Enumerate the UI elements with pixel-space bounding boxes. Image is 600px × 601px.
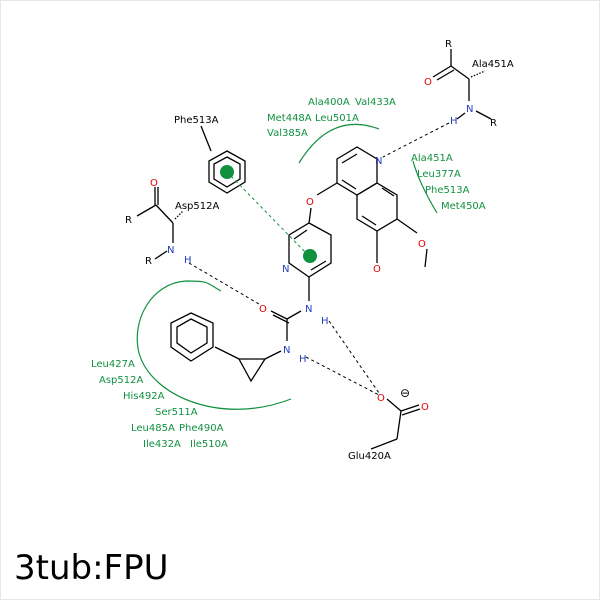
atom-r-asp512: R xyxy=(125,215,132,226)
label-ala400: Ala400A xyxy=(308,97,350,108)
label-leu485: Leu485A xyxy=(131,423,175,434)
atom-r2-asp512: R xyxy=(145,256,152,267)
charge-glu420: ⊖ xyxy=(400,386,410,400)
label-asp512-top: Asp512A xyxy=(175,201,219,212)
ligand-quinoline xyxy=(316,146,428,268)
label-ser511: Ser511A xyxy=(155,407,198,418)
label-asp512: Asp512A xyxy=(99,375,143,386)
atom-o-urea: O xyxy=(259,304,267,315)
atom-r2-ala451: R xyxy=(490,118,497,129)
label-val385: Val385A xyxy=(267,128,308,139)
hydrophobic-arc-bottom xyxy=(136,280,292,410)
hydrophobic-arc-right xyxy=(412,160,438,214)
atom-h-ala451: H xyxy=(450,116,458,127)
atom-o-methoxy1: O xyxy=(418,239,426,250)
diagram-title: 3tub:FPU xyxy=(14,548,169,588)
label-ala451-top: Ala451A xyxy=(472,59,514,70)
pi-stack-line xyxy=(226,171,310,257)
atom-n-ala451: N xyxy=(466,104,473,115)
label-met450: Met450A xyxy=(441,201,486,212)
hbond-ala451-n xyxy=(382,122,450,158)
atom-o-glu420-1: O xyxy=(377,393,385,404)
atom-n-pyridine: N xyxy=(282,264,289,275)
atom-h-urea2: H xyxy=(299,354,307,365)
ligand-pyridine xyxy=(288,207,332,301)
ligand-urea-cyclopropyl xyxy=(170,310,302,383)
hbond-asp512-o xyxy=(188,262,260,305)
atom-r-ala451: R xyxy=(445,39,452,50)
label-leu501: Leu501A xyxy=(315,113,359,124)
ala451-backbone xyxy=(432,49,492,120)
label-met448: Met448A xyxy=(267,113,312,124)
label-glu420: Glu420A xyxy=(348,451,391,462)
label-leu377: Leu377A xyxy=(417,169,461,180)
label-ala451-right: Ala451A xyxy=(411,153,453,164)
hbond-glu420-1 xyxy=(328,320,380,394)
atom-h-urea1: H xyxy=(321,316,329,327)
label-ile432: Ile432A xyxy=(143,439,181,450)
atom-o-glu420-2: O xyxy=(421,402,429,413)
pi-center-phe513 xyxy=(220,165,234,179)
atom-o-ala451: O xyxy=(424,77,432,88)
atom-h-asp512: H xyxy=(184,255,192,266)
atom-n-urea1: N xyxy=(305,304,312,315)
label-phe513-right: Phe513A xyxy=(425,185,470,196)
atom-n-quinoline: N xyxy=(375,156,382,167)
pi-center-pyridine xyxy=(303,249,317,263)
glu420-sidechain xyxy=(370,398,421,450)
atom-o-asp512: O xyxy=(150,178,158,189)
label-ile510: Ile510A xyxy=(190,439,228,450)
phe513-ring xyxy=(200,125,246,194)
atom-o-ether: O xyxy=(306,197,314,208)
label-his492: His492A xyxy=(123,391,165,402)
atom-n-urea2: N xyxy=(283,345,290,356)
asp512-backbone xyxy=(136,187,184,260)
label-phe513-top: Phe513A xyxy=(174,115,219,126)
atom-n-asp512: N xyxy=(167,245,174,256)
hydrophobic-arc-top xyxy=(298,123,380,164)
label-val433: Val433A xyxy=(355,97,396,108)
label-leu427: Leu427A xyxy=(91,359,135,370)
atom-o-methoxy2: O xyxy=(373,264,381,275)
label-phe490: Phe490A xyxy=(179,423,224,434)
hbond-glu420-2 xyxy=(305,356,380,396)
